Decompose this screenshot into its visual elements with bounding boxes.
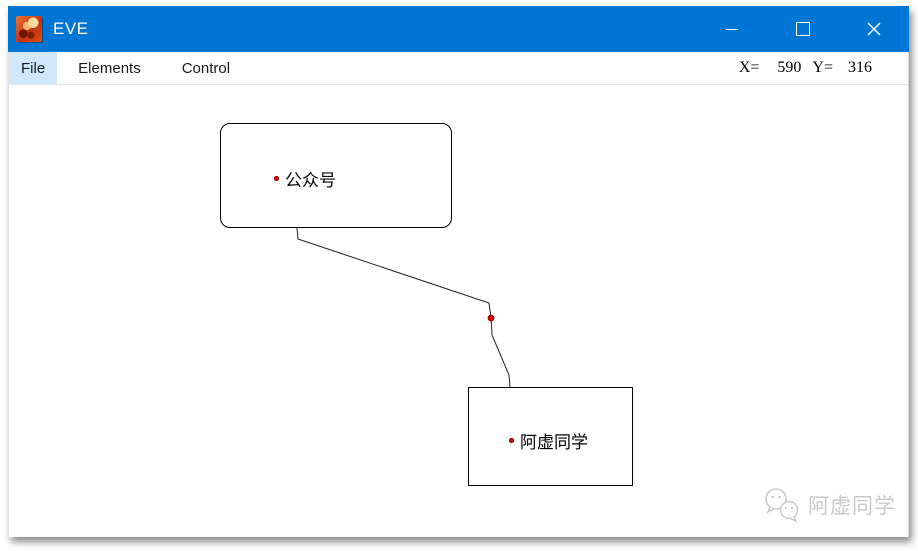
close-button[interactable]	[838, 6, 909, 52]
watermark-text: 阿虚同学	[808, 495, 896, 518]
node-gongzhonghao[interactable]: 公众号	[220, 123, 452, 228]
node-label: 公众号	[274, 166, 336, 191]
wechat-icon	[765, 488, 799, 523]
coord-x-value: 590	[777, 59, 802, 76]
menu-elements[interactable]: Elements	[78, 59, 141, 77]
diagram-canvas[interactable]: 公众号 阿虚同学	[9, 85, 908, 537]
app-window: EVE File Elements Control X= 590 Y= 316	[8, 6, 909, 537]
connector-layer	[296, 227, 511, 388]
window-title: EVE	[53, 19, 89, 38]
coord-x-label: X=	[738, 59, 760, 76]
titlebar[interactable]: EVE	[8, 6, 909, 52]
connector-junction-dot[interactable]	[487, 314, 495, 322]
node-text: 公众号	[285, 171, 336, 190]
maximize-icon	[795, 22, 810, 36]
coord-y-label: Y=	[812, 59, 833, 76]
maximize-button[interactable]	[767, 6, 838, 52]
node-text: 阿虚同学	[520, 433, 588, 452]
minimize-button[interactable]	[696, 6, 767, 52]
app-icon	[16, 16, 42, 42]
minimize-icon	[725, 28, 738, 30]
menu-file[interactable]: File	[9, 52, 58, 84]
window-controls	[696, 6, 909, 52]
menubar: File Elements Control X= 590 Y= 316	[9, 52, 908, 85]
node-anchor-dot	[274, 176, 279, 181]
node-label: 阿虚同学	[509, 428, 588, 453]
menu-control[interactable]: Control	[181, 59, 231, 77]
node-anchor-dot	[509, 438, 514, 443]
watermark: 阿虚同学	[761, 486, 896, 524]
close-icon	[867, 22, 880, 36]
node-axu-tongxue[interactable]: 阿虚同学	[468, 387, 633, 486]
coord-y-value: 316	[848, 59, 872, 76]
connector-line	[296, 227, 511, 388]
cursor-coordinates: X= 590 Y= 316	[739, 52, 872, 84]
